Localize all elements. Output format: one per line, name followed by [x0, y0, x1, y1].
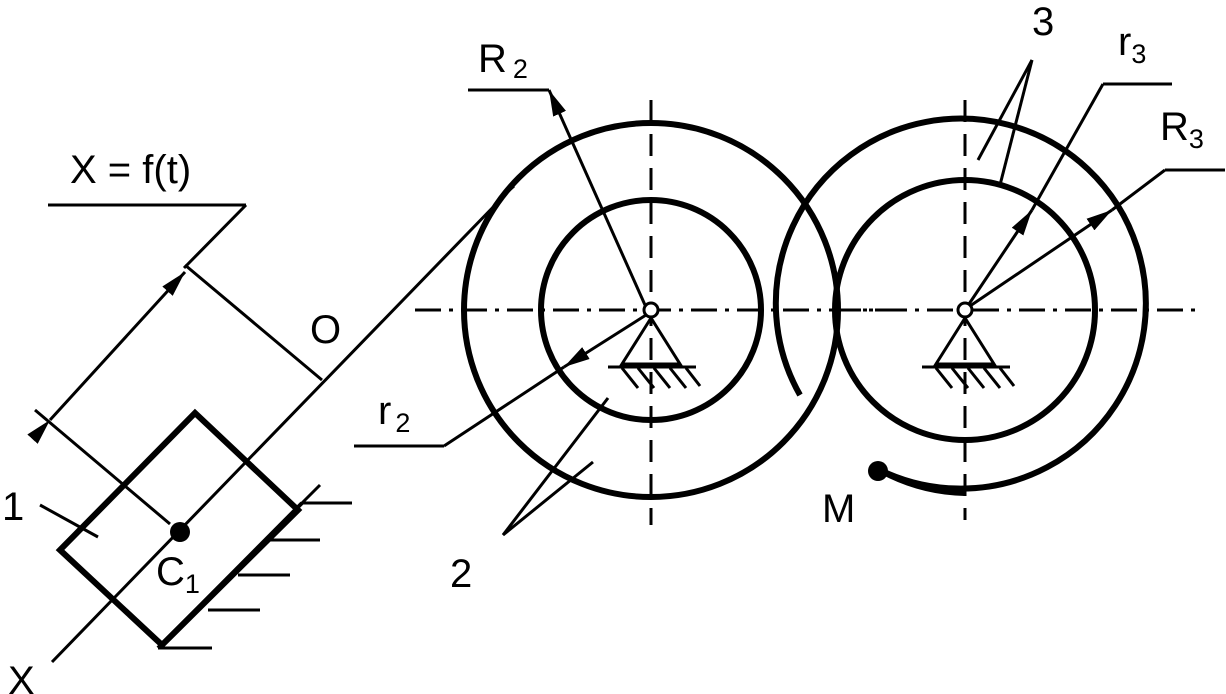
- label-axis-x: X: [8, 659, 35, 694]
- wheel-2: [415, 100, 895, 525]
- label-body-2: 2: [450, 552, 472, 596]
- rope: [50, 198, 502, 664]
- label-body-1: 1: [2, 485, 24, 529]
- radius-R2: [547, 89, 647, 306]
- point-m-dot: [868, 461, 888, 481]
- wheel-3: [772, 100, 1200, 520]
- label-center-c: C1: [156, 550, 200, 599]
- radius-r3: [967, 209, 1034, 305]
- radius-R3: [969, 208, 1113, 308]
- label-point-m: M: [822, 487, 855, 531]
- displacement-dimension: [27, 203, 323, 526]
- support-2: [608, 315, 702, 389]
- support-3: [922, 315, 1016, 389]
- label-origin: O: [310, 308, 341, 352]
- label-r3: r3: [1118, 20, 1146, 69]
- radius-r2: [563, 313, 647, 369]
- label-displacement: X = f(t): [70, 148, 191, 192]
- label-body-3: 3: [1032, 0, 1054, 44]
- label-R3: R3: [1160, 105, 1204, 154]
